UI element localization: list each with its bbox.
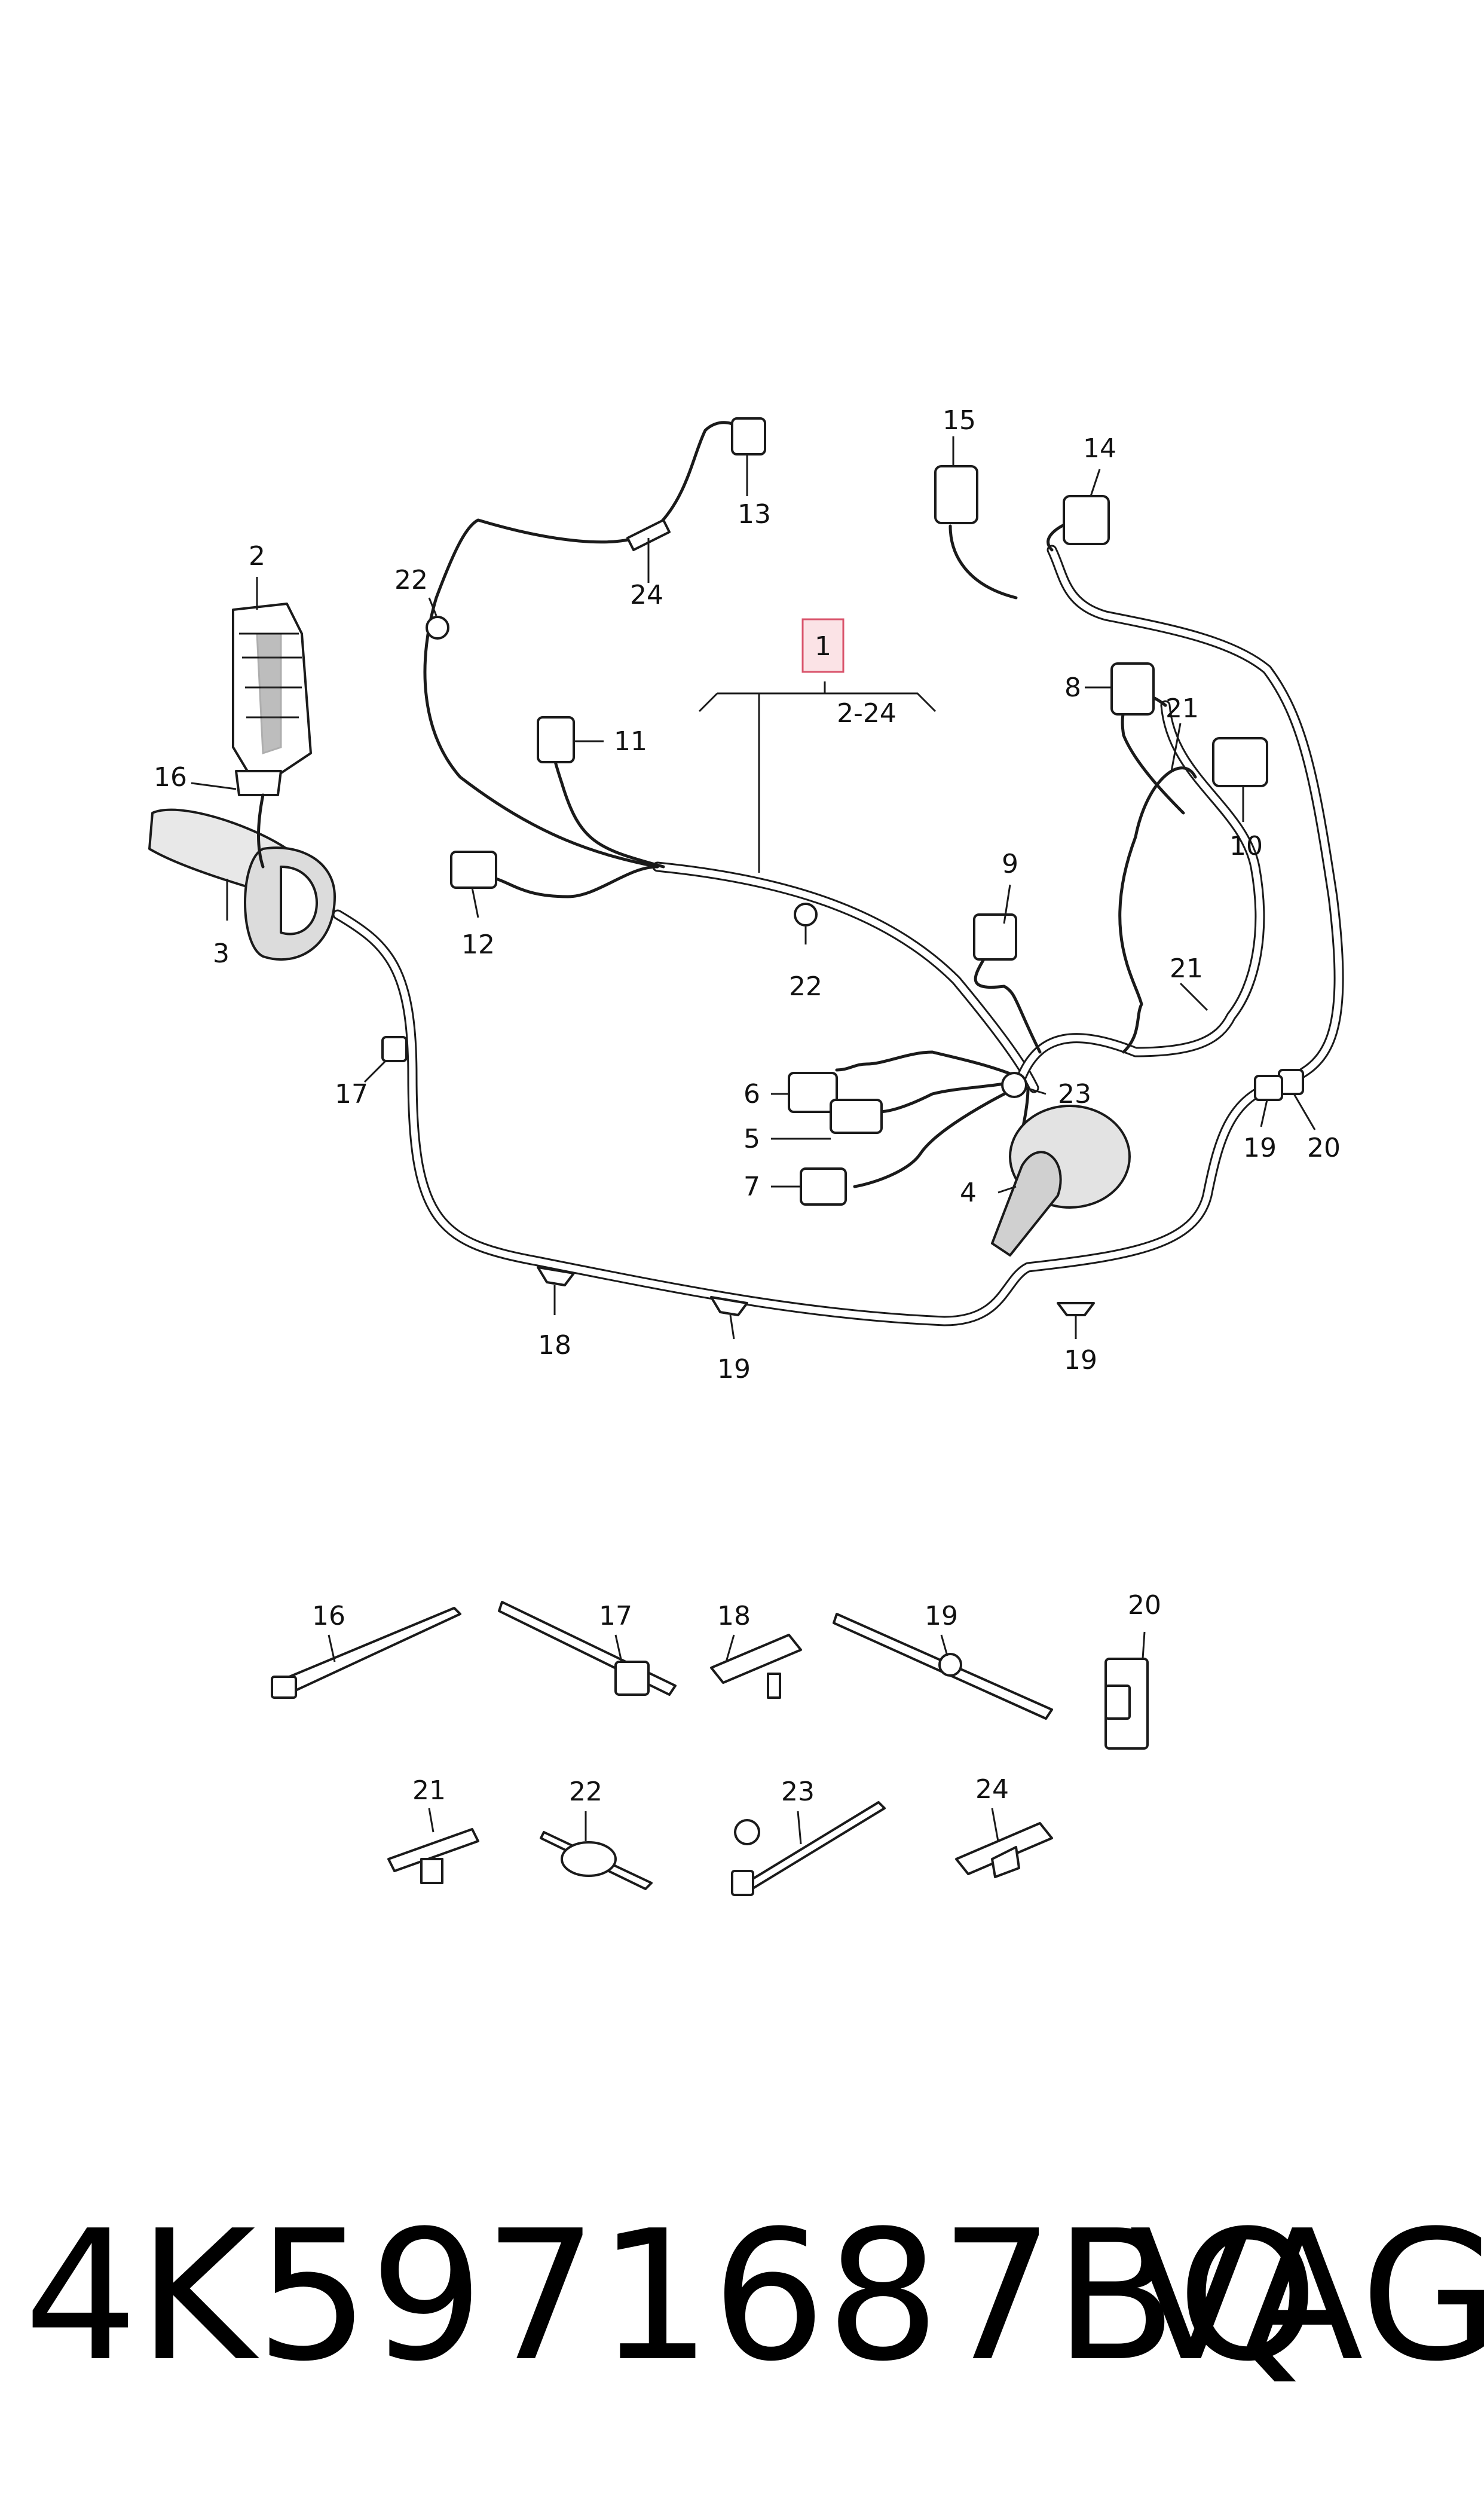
legend-22: 22 xyxy=(569,1777,602,1807)
legend-16: 16 xyxy=(312,1601,345,1631)
highlight-box xyxy=(801,618,844,673)
callout-3: 3 xyxy=(213,938,230,969)
callout-21-b: 21 xyxy=(1170,953,1203,984)
legend-21: 21 xyxy=(412,1775,446,1806)
callout-4: 4 xyxy=(960,1178,977,1208)
legend-24: 24 xyxy=(975,1774,1009,1805)
grommet-assembly xyxy=(148,603,336,961)
callout-2: 2 xyxy=(249,541,265,571)
callout-10: 10 xyxy=(1229,831,1263,861)
connectors xyxy=(381,417,1304,1316)
callout-9: 9 xyxy=(1002,849,1018,879)
callout-24: 24 xyxy=(630,580,663,610)
callout-22-a: 22 xyxy=(394,565,428,595)
legend-20: 20 xyxy=(1128,1590,1161,1621)
callout-23: 23 xyxy=(1058,1079,1091,1109)
callout-1: 1 xyxy=(815,631,831,662)
harness-wires xyxy=(332,421,1344,1326)
callout-21-a: 21 xyxy=(1165,693,1199,724)
fastener-legend: 16 17 18 19 20 21 22 23 24 xyxy=(271,1590,1161,1896)
brand-name: VAG xyxy=(1130,2192,1484,2401)
callout-15: 15 xyxy=(943,405,976,436)
legend-19: 19 xyxy=(925,1601,958,1631)
callout-8: 8 xyxy=(1064,672,1081,703)
callout-16: 16 xyxy=(154,762,187,793)
legend-17: 17 xyxy=(599,1601,632,1631)
callout-14: 14 xyxy=(1083,433,1116,464)
callout-13: 13 xyxy=(738,499,771,530)
callout-19-a: 19 xyxy=(717,1354,751,1384)
callout-5: 5 xyxy=(743,1124,760,1154)
leader-lines xyxy=(191,436,1316,1340)
callout-18: 18 xyxy=(538,1330,571,1361)
callout-19-b: 19 xyxy=(1064,1345,1097,1375)
callout-12: 12 xyxy=(461,930,495,960)
legend-23: 23 xyxy=(781,1777,815,1807)
callout-11: 11 xyxy=(614,726,647,757)
callout-6: 6 xyxy=(743,1079,760,1109)
legend-18: 18 xyxy=(717,1601,751,1631)
callouts: 1 2-24 2 3 4 5 6 7 8 9 10 11 12 13 14 15… xyxy=(154,405,1341,1384)
callout-range: 2-24 xyxy=(837,698,896,729)
callout-22-b: 22 xyxy=(789,971,822,1002)
part-number: 4K5971687BQ xyxy=(24,2192,1318,2401)
callout-19-c: 19 xyxy=(1243,1133,1277,1163)
callout-17: 17 xyxy=(335,1079,368,1109)
callout-20: 20 xyxy=(1307,1133,1341,1163)
callout-7: 7 xyxy=(743,1172,760,1202)
